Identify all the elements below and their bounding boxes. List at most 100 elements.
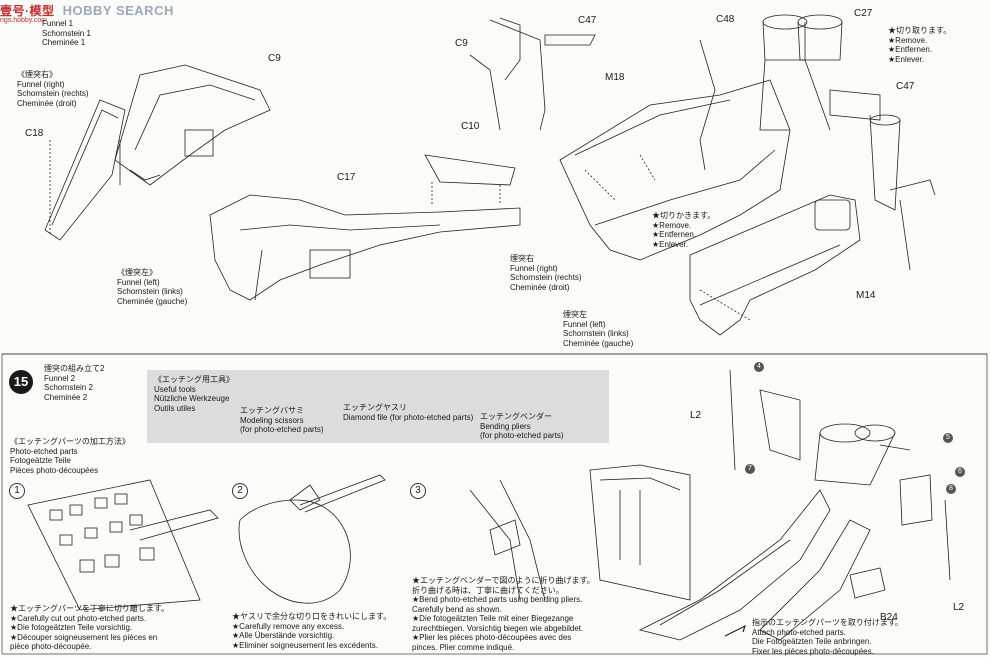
step-number-badge: 15 (9, 370, 33, 394)
attach-note: 指示のエッチングパーツを取り付けます。 Attach photo-etched … (752, 618, 903, 656)
note-de: ★Alle Überstände vorsichtig. (232, 631, 335, 640)
part-label-c48: C48 (716, 14, 735, 25)
tool-jp: エッチングベンダー (480, 412, 552, 421)
tool-note: (for photo-etched parts) (240, 425, 324, 434)
pe-part-number: 7 (745, 464, 755, 474)
note-de: ★Die fotogeätzten Teile vorsichtig. (10, 623, 133, 632)
note-fr: ★Découper soigneusement les pièces en (10, 632, 158, 642)
note-en: ★Remove. (888, 35, 928, 45)
note-fr: ★Enlever. (652, 239, 689, 249)
note-de-2: zurechtbiegen. Vorsichtig biegen wie abg… (412, 623, 584, 633)
part-c10-drawing (424, 154, 516, 205)
note-en-2: Carefully bend as shown. (412, 604, 502, 614)
title-en: Funnel 2 (44, 373, 76, 383)
part-c18-drawing (44, 99, 126, 241)
note-en: ★Bend photo-etched parts using bending p… (412, 595, 583, 604)
pe-part-number: 8 (946, 484, 956, 494)
label-fr: Cheminée (droit) (510, 282, 570, 292)
tools-title-de: Nützliche Werkzeuge (154, 394, 230, 403)
title-jp: 煙突の組み立て2 (44, 364, 105, 373)
header-de: Schornstein 1 (42, 28, 91, 38)
funnel-right-label-left: 《煙突右》 Funnel (right) Schornstein (rechts… (17, 70, 89, 108)
title-fr: Cheminée 2 (44, 392, 88, 402)
note-en: ★Remove. (652, 220, 692, 230)
step15-title: 煙突の組み立て2 Funnel 2 Schornstein 2 Cheminée… (44, 364, 104, 402)
label-de: Schornstein (rechts) (510, 273, 582, 282)
useful-tools-panel (147, 370, 609, 443)
watermark-logo: 壹号·模型 (0, 4, 55, 18)
watermark-sub: ngs.hobby.com (0, 17, 47, 24)
note-jp: ★切りかきます。 (652, 211, 716, 220)
header-en: Funnel 1 (42, 19, 74, 28)
watermark-text: HOBBY SEARCH (62, 3, 174, 18)
label-en: Funnel (left) (563, 319, 606, 329)
watermark-site: 壹号·模型 HOBBY SEARCH (0, 2, 174, 19)
remove-note-mid: ★切りかきます。 ★Remove. ★Entfernen. ★Enlever. (652, 211, 715, 249)
pe-title-jp: 《エッチングパーツの加工方法》 (10, 437, 130, 446)
note-fr: Fixer les pièces photo-découpées. (752, 646, 874, 656)
note-fr-2: pièce photo-découpée. (10, 642, 92, 651)
label-en: Funnel (left) (117, 277, 160, 287)
pe-title-de: Fotogeätzte Teile (10, 456, 71, 465)
note-jp: ★エッチングパーツを丁寧に切り離します。 (10, 604, 170, 613)
pe-title-en: Photo-etched parts (10, 446, 78, 456)
part-label-c17: C17 (337, 172, 356, 183)
substep-3-badge: 3 (410, 483, 426, 499)
label-fr: Cheminée (gauche) (563, 338, 634, 348)
note-en: ★Carefully remove any excess. (232, 621, 345, 631)
title-de: Schornstein 2 (44, 383, 93, 392)
tools-title-fr: Outils utiles (154, 403, 196, 413)
pe-part-number: 5 (943, 433, 953, 443)
tool-en: Modeling scissors (240, 415, 304, 425)
funnel-left-label-right: 煙突左 Funnel (left) Schornstein (links) Ch… (563, 310, 633, 348)
part-label-m18: M18 (605, 72, 625, 83)
part-label-c27: C27 (854, 8, 873, 19)
pe-part-number: 4 (754, 362, 764, 372)
substep-1-note: ★エッチングパーツを丁寧に切り離します。 ★Carefully cut out … (10, 604, 169, 652)
label-fr: Cheminée (droit) (17, 98, 77, 108)
substep-3-note: ★エッチングベンダーで図のように折り曲げます。 折り曲げる時は、丁寧に曲げてくだ… (412, 576, 595, 652)
note-jp: ★切り取ります。 (888, 26, 952, 35)
tool-scissors-label: エッチングバサミ Modeling scissors (for photo-et… (240, 406, 324, 435)
part-c9-drawing (114, 64, 271, 186)
note-de: Die Fotogeätzten Teile anbringen. (752, 637, 872, 646)
part-label-l2: L2 (690, 410, 702, 421)
tool-en: Bending pliers (480, 421, 531, 431)
label-fr: Cheminée (gauche) (117, 296, 188, 306)
label-en: Funnel (right) (17, 79, 65, 89)
note-fr: ★Eliminer soigneusement les excédents. (232, 640, 378, 650)
part-label-b24: B24 (880, 612, 898, 623)
note-de: ★Die fotogeätzten Teile mit einer Biegez… (412, 614, 574, 623)
header-fr: Cheminée 1 (42, 38, 86, 47)
tool-jp: エッチングバサミ (240, 406, 304, 415)
substep-2-badge: 2 (232, 483, 248, 499)
tool-jp: エッチングヤスリ (343, 403, 407, 412)
label-en: Funnel (right) (510, 263, 558, 273)
note-fr: ★Enlever. (888, 54, 925, 64)
note-jp: 指示のエッチングパーツを取り付けます。 (752, 618, 904, 627)
label-de: Schornstein (rechts) (17, 89, 89, 98)
label-jp: 煙突左 (563, 310, 587, 319)
part-label-c9: C9 (268, 53, 281, 64)
funnel-assembly-top (469, 14, 936, 336)
label-jp: 《煙突右》 (17, 70, 57, 79)
part-label-c47-b: C47 (896, 81, 915, 92)
funnel-right-label-right: 煙突右 Funnel (right) Schornstein (rechts) … (510, 254, 582, 292)
note-jp: ★エッチングベンダーで図のように折り曲げます。 (412, 576, 595, 585)
label-de: Schornstein (links) (117, 287, 183, 296)
part-label-m14: M14 (856, 290, 876, 301)
note-jp-2: 折り曲げる時は、丁寧に曲げてください。 (412, 585, 564, 595)
funnel-left-label-left: 《煙突左》 Funnel (left) Schornstein (links) … (117, 268, 187, 306)
part-c17-drawing (209, 194, 521, 301)
pe-title-fr: Pièces photo-découpées (10, 465, 99, 475)
remove-note-top: ★切り取ります。 ★Remove. ★Entfernen. ★Enlever. (888, 26, 951, 64)
note-en: Attach photo-etched parts. (752, 627, 846, 637)
tool-file-label: エッチングヤスリ Diamond file (for photo-etched … (343, 403, 473, 422)
part-label-l2-b: L2 (953, 602, 965, 613)
part-label-c47: C47 (578, 15, 597, 26)
hand-file-drawing (238, 474, 386, 604)
photo-etched-title: 《エッチングパーツの加工方法》 Photo-etched parts Fotog… (10, 437, 130, 475)
funnel-1-header: Funnel 1 Schornstein 1 Cheminée 1 (42, 19, 91, 48)
